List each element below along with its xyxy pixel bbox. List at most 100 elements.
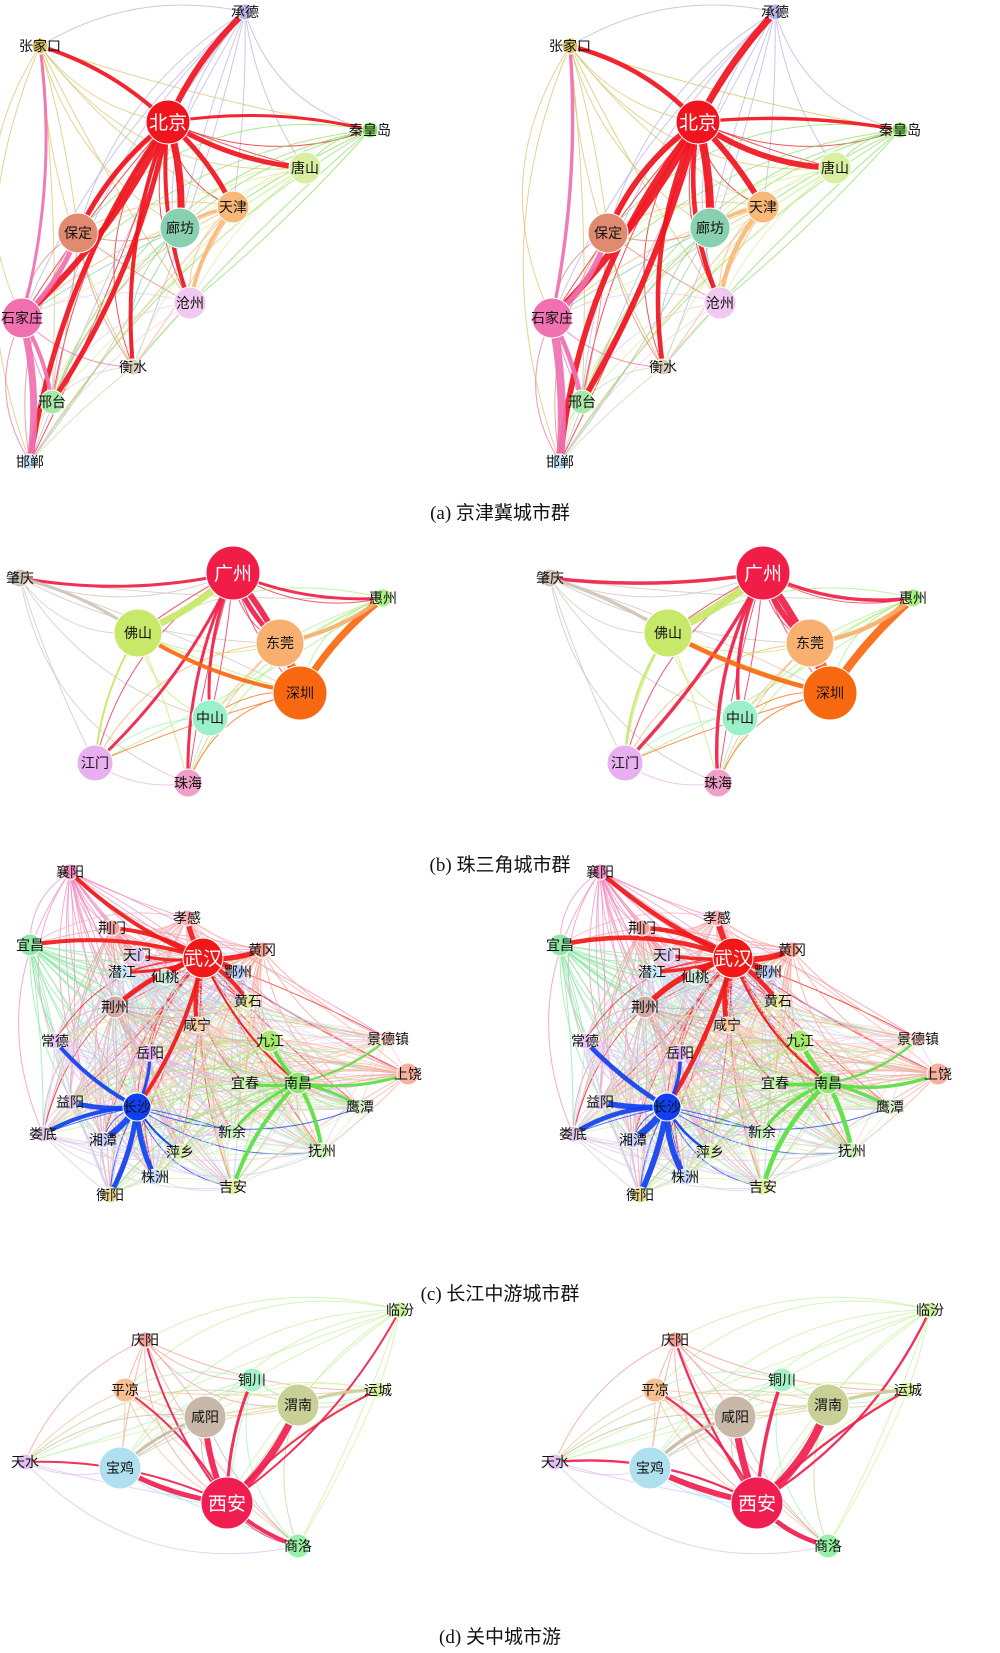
link [24, 1461, 299, 1555]
node-jingdezhen [909, 1030, 927, 1048]
node-foshan [113, 608, 163, 658]
node-shangrao [926, 1062, 950, 1086]
link [762, 1038, 919, 1188]
link [554, 1414, 736, 1463]
link [111, 927, 233, 1133]
node-langfang [689, 207, 731, 249]
faint-links [24, 1296, 401, 1555]
node-label-tianmen: 天门 [653, 948, 681, 964]
node-zhangjiakou [31, 37, 49, 55]
node-baoding [57, 212, 99, 254]
node-shenzhen [802, 665, 858, 721]
node-label-tianjin: 天津 [219, 200, 247, 216]
strong-link [20, 44, 48, 320]
node-label-ji_an: 吉安 [219, 1180, 247, 1196]
link [54, 1038, 389, 1048]
node-changsha [652, 1092, 682, 1122]
node-langfang [159, 207, 201, 249]
link [572, 1040, 586, 1135]
link [136, 1106, 323, 1155]
node-zhongshan [191, 699, 229, 737]
link [21, 292, 191, 319]
link [29, 302, 191, 463]
link [572, 1052, 681, 1135]
node-xiangyang [591, 863, 609, 881]
link [554, 1389, 829, 1463]
link [572, 1082, 829, 1135]
link [119, 1381, 379, 1469]
node-tangshan [818, 151, 852, 185]
strong-link [579, 119, 701, 405]
link [551, 11, 776, 319]
link [644, 1006, 891, 1108]
node-pingliang [642, 1377, 668, 1403]
panel-d-network-left: 临汾庆阳铜川平凉渭南运城咸阳天水宝鸡西安商洛 [11, 1296, 414, 1559]
link [827, 1309, 931, 1547]
link [559, 944, 681, 1054]
faint-links [18, 871, 409, 1196]
node-yuncheng [369, 1381, 387, 1399]
link [54, 1000, 249, 1042]
link [572, 1133, 764, 1190]
link [42, 1040, 56, 1135]
node-label-yichun: 宜春 [761, 1076, 789, 1092]
node-label-fuzhou: 抚州 [308, 1144, 336, 1160]
node-yuncheng [899, 1381, 917, 1399]
link [569, 45, 585, 403]
node-huangshi [769, 992, 787, 1010]
node-zhuzhou [676, 1168, 694, 1186]
node-label-zhuzhou: 株洲 [141, 1170, 169, 1186]
node-shangluo [285, 1533, 311, 1559]
link [775, 1379, 829, 1547]
link [77, 123, 371, 234]
link [179, 129, 371, 229]
node-label-huanggang: 黄冈 [248, 942, 276, 959]
link [551, 167, 836, 319]
node-zhuhai [173, 768, 203, 798]
link [119, 1309, 401, 1469]
node-baoding [587, 212, 629, 254]
link [237, 971, 299, 1084]
link [21, 121, 169, 319]
link [261, 949, 389, 1040]
node-label-changde: 常德 [41, 1034, 69, 1050]
node-baoji [628, 1446, 672, 1490]
link [649, 1309, 931, 1469]
link [69, 1039, 409, 1103]
link [29, 944, 151, 1054]
node-label-ezhou: 鄂州 [754, 965, 782, 981]
link [666, 1106, 853, 1155]
node-tangshan [288, 151, 322, 185]
link [554, 1389, 656, 1463]
node-label-xiantao: 仙桃 [151, 970, 179, 986]
link [559, 944, 696, 978]
node-label-huizhou: 惠州 [899, 591, 927, 607]
node-label-zhongshan: 中山 [726, 711, 754, 727]
node-label-loudi: 娄底 [559, 1127, 587, 1143]
node-xiaogan [708, 909, 726, 927]
node-beijing [675, 99, 721, 145]
node-yichang [18, 933, 42, 957]
link [569, 4, 776, 47]
node-ezhou [229, 963, 247, 981]
link [607, 11, 776, 234]
link [548, 871, 601, 1135]
node-changsha [122, 1092, 152, 1122]
node-huizhou [373, 588, 393, 608]
node-label-shijiazhuang: 石家庄 [1, 310, 43, 327]
node-chengde [236, 3, 254, 21]
link [51, 167, 306, 403]
link [559, 944, 574, 1135]
node-label-changsha: 长沙 [123, 1100, 151, 1116]
node-label-baoji: 宝鸡 [636, 1460, 664, 1477]
node-label-pingliang: 平凉 [111, 1383, 139, 1399]
node-qianjiang [113, 963, 131, 981]
node-label-yuncheng: 运城 [364, 1383, 392, 1399]
node-zhaoqing [540, 568, 560, 588]
node-label-yingtan: 鹰潭 [876, 1099, 904, 1116]
node-tianshui [16, 1453, 34, 1471]
node-label-xinyu: 新余 [748, 1124, 776, 1141]
link [109, 1177, 234, 1196]
strong-link [760, 1080, 831, 1190]
node-xianyang [713, 1395, 757, 1439]
